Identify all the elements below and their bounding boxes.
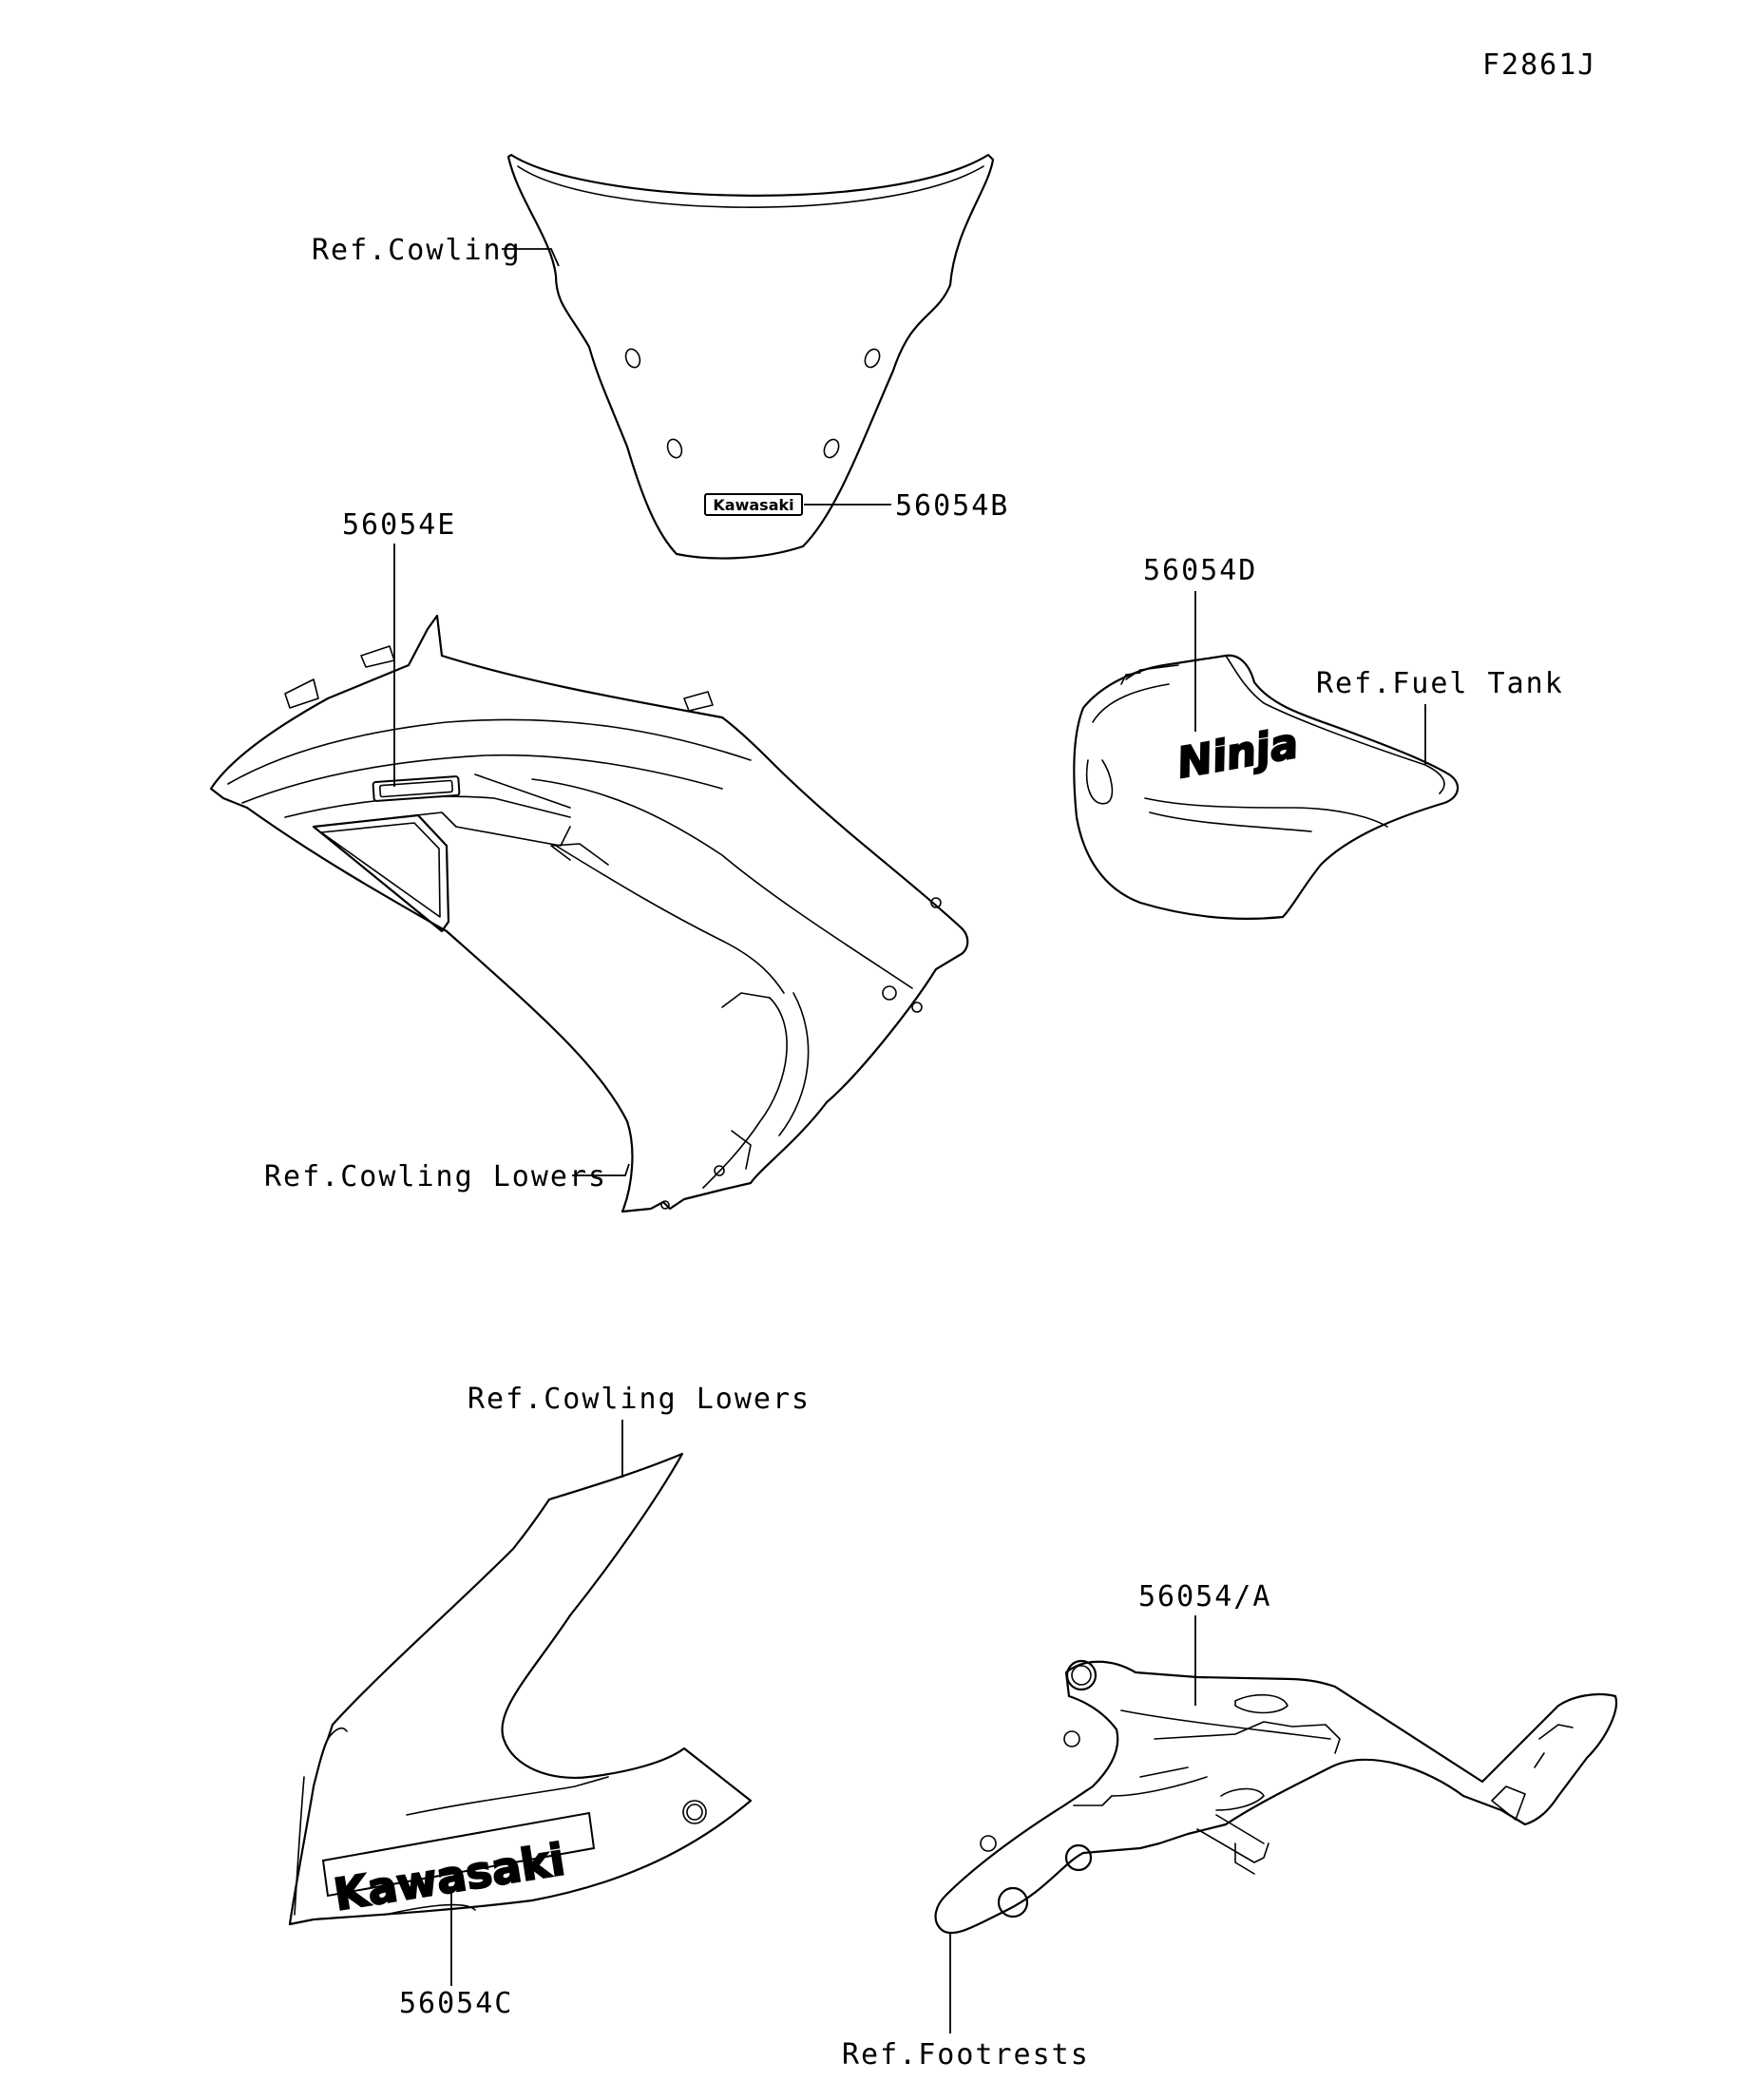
figure-code: F2861J xyxy=(1482,48,1596,82)
label-56054A: 56054/A xyxy=(1138,1580,1271,1613)
windscreen-logo-text: Kawasaki xyxy=(713,496,793,514)
tank-logo-text: Ninja xyxy=(1174,719,1302,788)
label-ref-cowling-lowers-1: Ref.Cowling Lowers xyxy=(264,1160,607,1193)
fuel-tank-cover xyxy=(1073,654,1460,920)
middle-cowling xyxy=(209,614,969,1213)
label-ref-cowling-lowers-2: Ref.Cowling Lowers xyxy=(468,1383,811,1416)
decal-56054B: Kawasaki xyxy=(704,493,803,516)
label-56054D: 56054D xyxy=(1143,554,1257,587)
decal-56054D: Ninja xyxy=(1173,718,1303,789)
label-ref-fuel-tank: Ref.Fuel Tank xyxy=(1316,667,1564,700)
footrest-bracket xyxy=(934,1659,1618,1935)
leader-ref-cowling-lowers-1 xyxy=(572,1163,630,1176)
lower-cowling xyxy=(288,1452,753,1926)
label-ref-cowling: Ref.Cowling xyxy=(312,234,522,267)
leader-ref-cowling xyxy=(502,248,560,267)
decal-56054E xyxy=(372,775,461,802)
label-56054B: 56054B xyxy=(895,489,1009,523)
windscreen-cowling xyxy=(506,153,995,560)
label-56054C: 56054C xyxy=(399,1987,513,2020)
label-ref-footrests: Ref.Footrests xyxy=(842,2038,1090,2071)
label-56054E: 56054E xyxy=(342,508,456,542)
